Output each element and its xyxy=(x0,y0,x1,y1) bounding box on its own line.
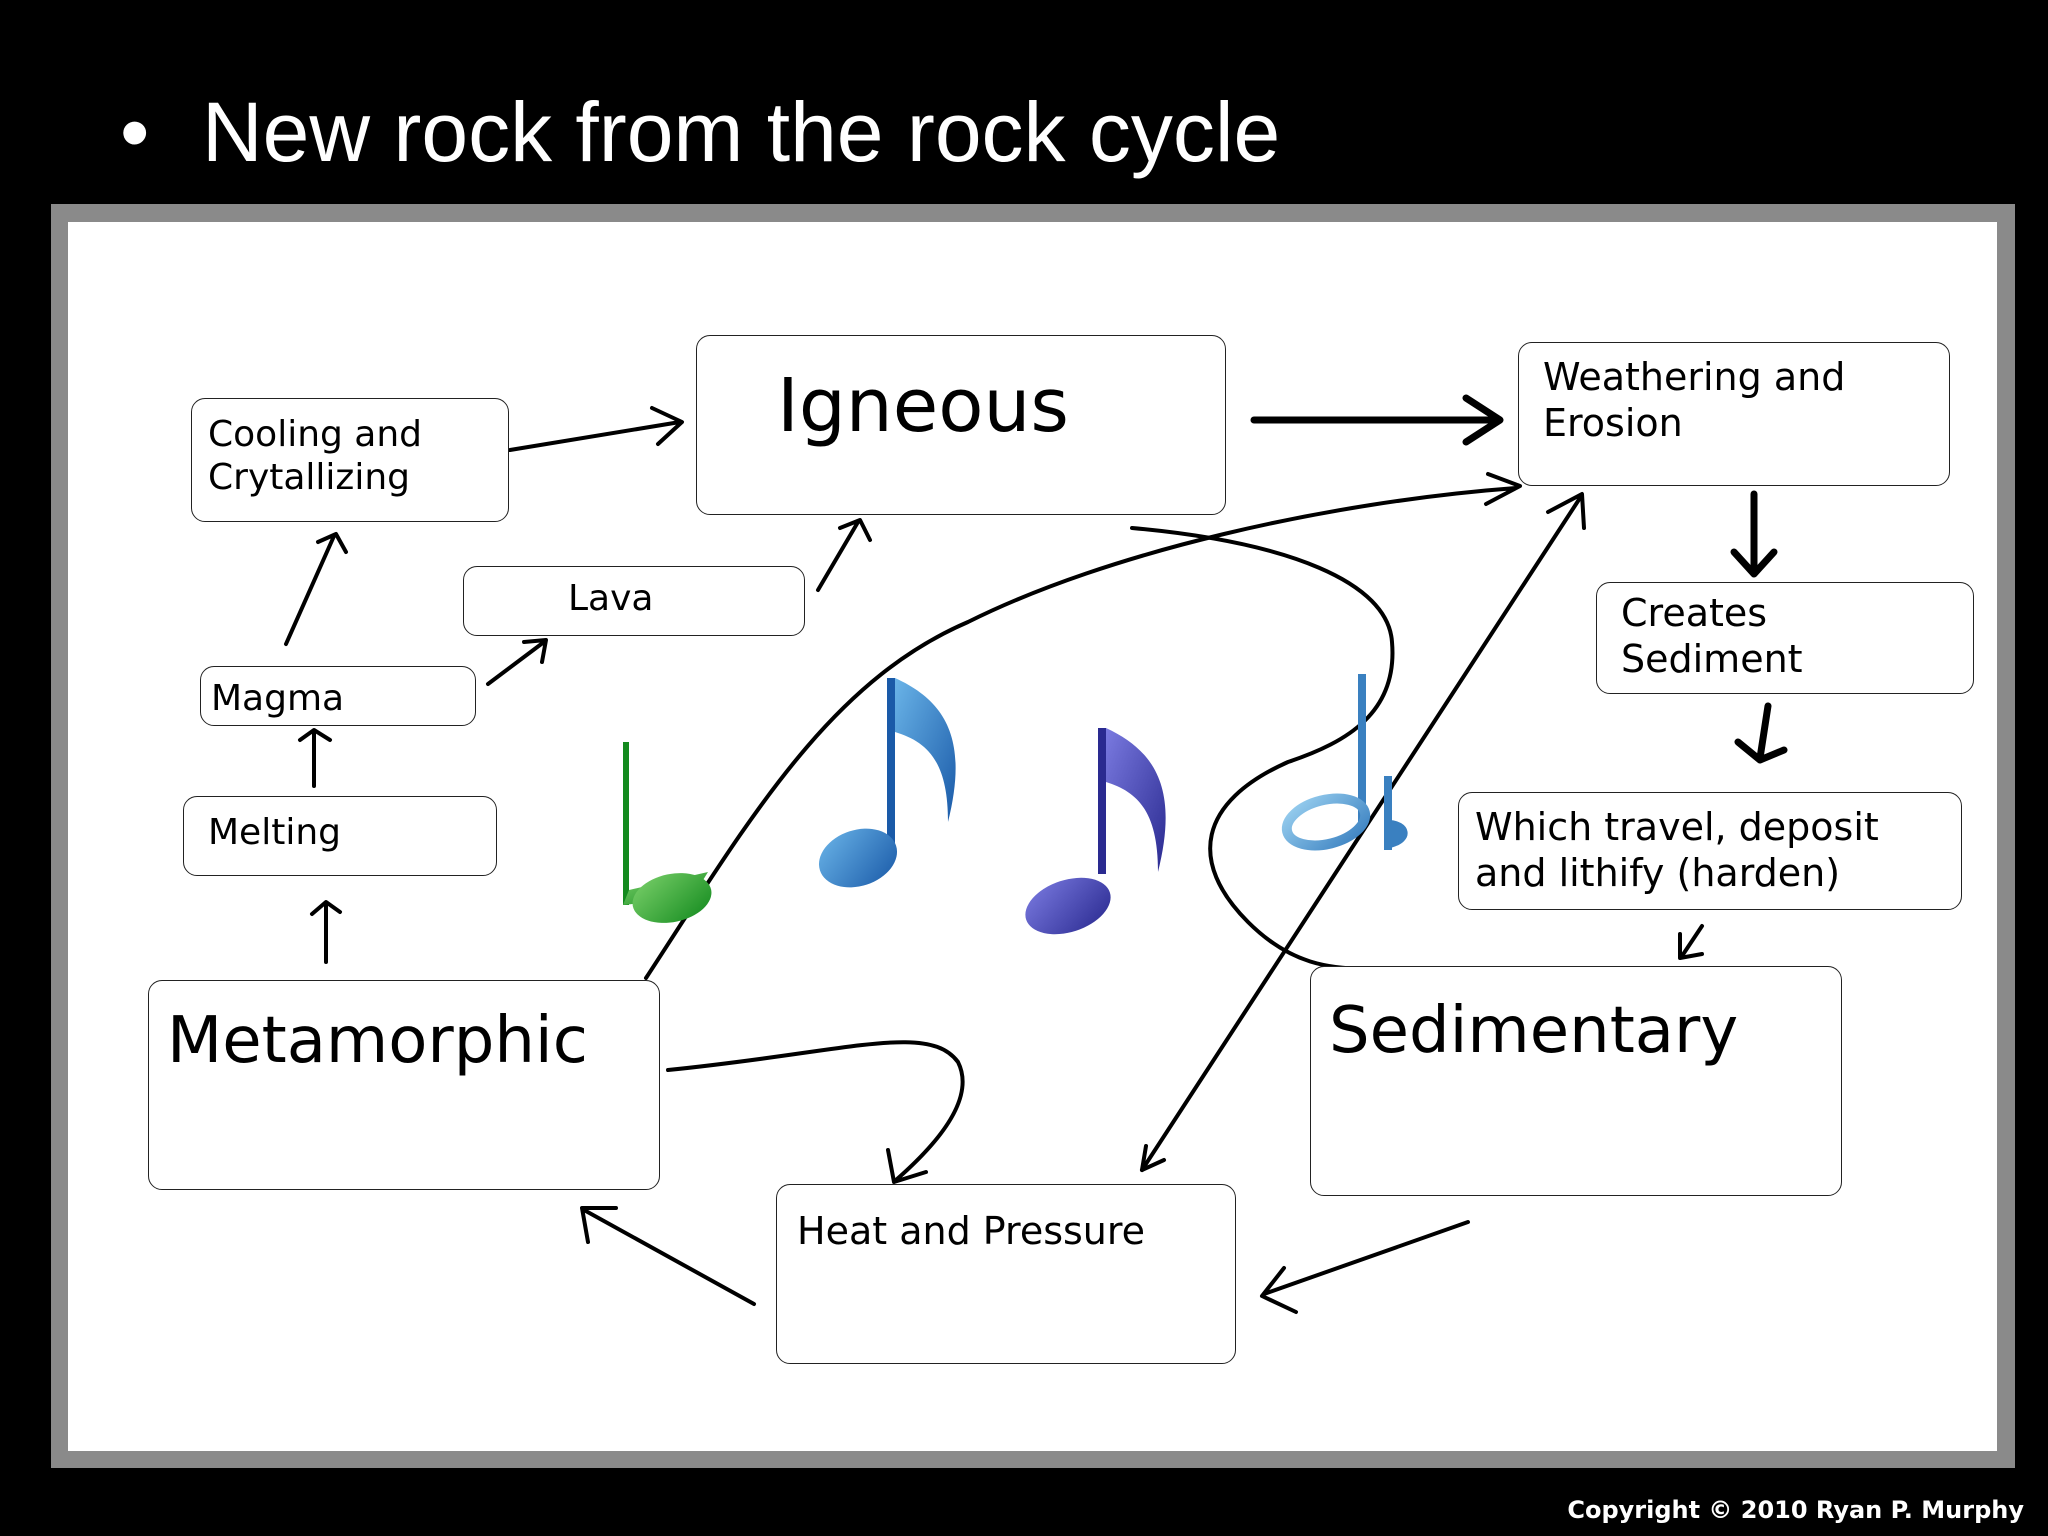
node-cooling-label: Cooling and Crytallizing xyxy=(208,414,423,499)
arrow-travel-sedimentary xyxy=(1678,924,1704,960)
arrow-metamorphic-melting xyxy=(310,900,342,964)
node-lava-label: Lava xyxy=(568,578,654,619)
node-lava: Lava xyxy=(463,566,805,636)
arrow-heat-weathering xyxy=(1140,492,1586,1172)
node-sedimentary: Sedimentary xyxy=(1310,966,1842,1196)
node-sediment-label: Creates Sediment xyxy=(1621,591,1803,681)
title-text: New rock from the rock cycle xyxy=(202,85,1281,179)
node-cooling: Cooling and Crytallizing xyxy=(191,398,509,522)
node-sediment: Creates Sediment xyxy=(1596,582,1974,694)
node-magma-label: Magma xyxy=(211,678,345,719)
node-igneous: Igneous xyxy=(696,335,1226,515)
node-travel-label: Which travel, deposit and lithify (harde… xyxy=(1475,805,1879,895)
arrow-heat-metamorphic xyxy=(580,1206,756,1306)
arrow-lava-igneous xyxy=(816,518,872,592)
arrow-cooling-igneous xyxy=(508,406,684,452)
node-travel: Which travel, deposit and lithify (harde… xyxy=(1458,792,1962,910)
node-weathering: Weathering and Erosion xyxy=(1518,342,1950,486)
music-notes-icon xyxy=(623,674,1408,935)
node-igneous-label: Igneous xyxy=(777,363,1069,449)
arrow-melting-magma xyxy=(298,728,332,788)
node-metamorphic: Metamorphic xyxy=(148,980,660,1190)
arrow-magma-cooling xyxy=(284,532,348,646)
copyright-text: Copyright © 2010 Ryan P. Murphy xyxy=(1567,1496,2024,1524)
node-metamorphic-label: Metamorphic xyxy=(167,1004,588,1078)
node-sedimentary-label: Sedimentary xyxy=(1329,994,1739,1068)
arrow-sediment-travel xyxy=(1734,702,1788,764)
arrow-sedimentary-heat xyxy=(1260,1220,1470,1314)
node-melting: Melting xyxy=(183,796,497,876)
arrow-igneous-weathering xyxy=(1250,394,1504,446)
arrow-into-heat xyxy=(1140,1144,1166,1172)
node-heat-pressure: Heat and Pressure xyxy=(776,1184,1236,1364)
arrow-igneous-sedimentary-loop xyxy=(1130,526,1395,971)
arrow-magma-lava xyxy=(486,638,548,686)
node-weathering-label: Weathering and Erosion xyxy=(1543,355,1846,445)
arrow-metamorphic-weathering xyxy=(644,472,1522,980)
node-melting-label: Melting xyxy=(208,812,341,853)
diagram-arrows xyxy=(284,394,1788,1314)
node-heat-label: Heat and Pressure xyxy=(797,1209,1146,1253)
node-magma: Magma xyxy=(200,666,476,726)
arrow-weathering-sediment xyxy=(1730,490,1778,578)
arrow-metamorphic-heat-curve xyxy=(666,1040,965,1184)
diagram-canvas: Igneous Weathering and Erosion Creates S… xyxy=(68,222,1997,1451)
slide-title: • New rock from the rock cycle xyxy=(120,84,1280,181)
title-bullet: • xyxy=(120,85,150,179)
